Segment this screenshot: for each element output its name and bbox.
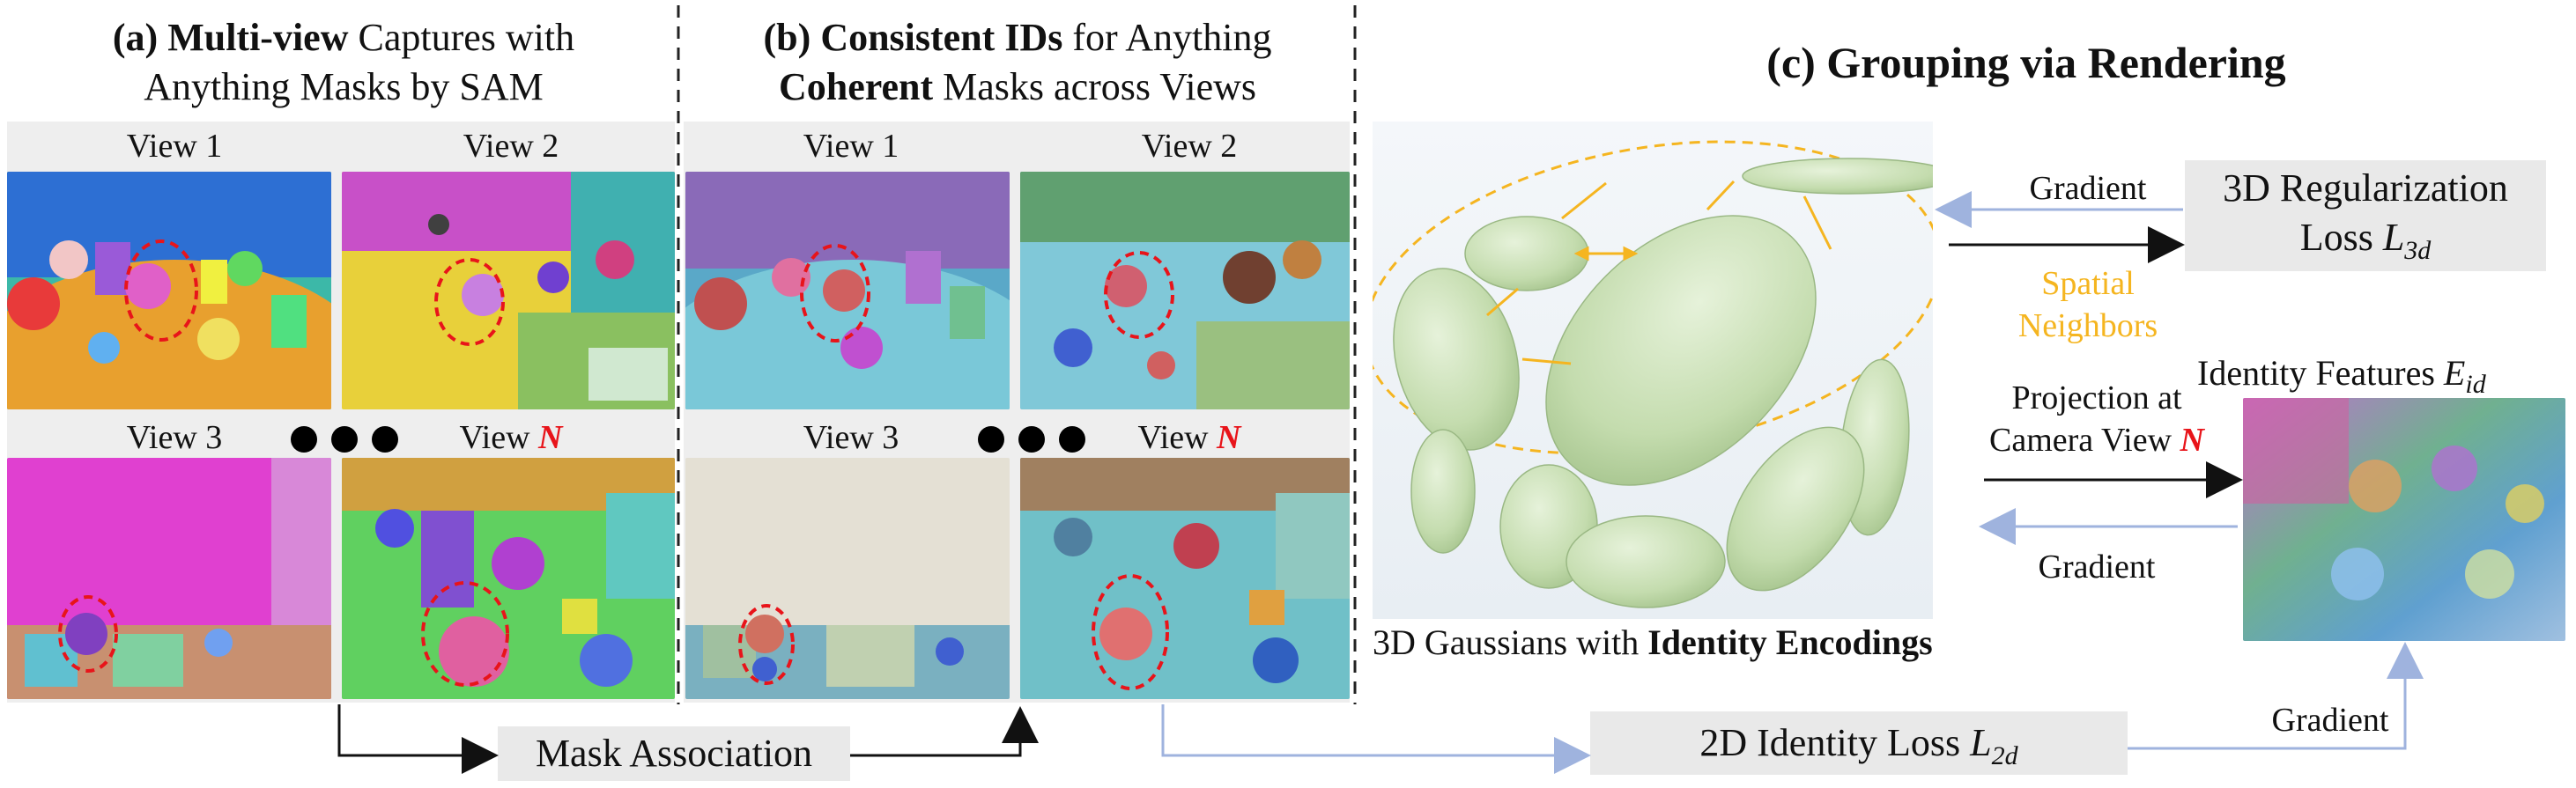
panel-b-view2-label: View 2 — [1141, 128, 1238, 165]
gaussians-illustration — [1373, 140, 1933, 608]
panel-a-view1-image — [7, 172, 331, 409]
panel-a-view2-image — [342, 172, 675, 409]
panel-a-view3-label: View 3 — [126, 419, 223, 456]
gradient-mid-label: Gradient — [2038, 549, 2156, 585]
panel-a-view3-image — [7, 458, 331, 699]
panel-b-ellipsis-dots — [978, 426, 1099, 457]
panel-a-title-line2: Anything Masks by SAM — [144, 65, 544, 108]
mask-association-box: Mask Association — [498, 726, 850, 781]
gradient-top-label: Gradient — [2029, 170, 2147, 207]
arrow-b-to-2d-loss — [1161, 704, 1591, 774]
panel-b-view3-image — [685, 458, 1010, 699]
reg-loss-box: 3D Regularization Loss L3d — [2185, 160, 2546, 271]
panel-b-view1-label: View 1 — [803, 128, 899, 165]
panel-b-viewN-label: View N — [1137, 419, 1241, 456]
panel-a-view1-label: View 1 — [126, 128, 223, 165]
panel-b-title: (b) Consistent IDs for Anything — [763, 16, 1272, 59]
identity-features-image — [2243, 398, 2565, 641]
spatial-neighbors-label-line1: Spatial — [2041, 265, 2135, 302]
arrow-mask-association-to-b — [850, 706, 1039, 757]
gaussians-caption: 3D Gaussians with Identity Encodings — [1373, 622, 1933, 662]
loss-2d-box: 2D Identity Loss L2d — [1590, 711, 2128, 775]
panel-b-title-line2: Coherent Masks across Views — [778, 65, 1257, 108]
panel-c-title: (c) Grouping via Rendering — [1766, 38, 2286, 87]
panel-b-view3-label: View 3 — [803, 419, 899, 456]
panel-a-title: (a) Multi-view Captures with — [112, 16, 575, 59]
panel-a-viewN-image — [342, 458, 675, 699]
projection-label-line2: Camera View N — [1989, 422, 2204, 459]
panel-b-view1-image — [685, 172, 1010, 409]
panel-a-view2-label: View 2 — [463, 128, 559, 165]
gradient-bottom-label: Gradient — [2271, 702, 2389, 739]
panel-a-ellipsis-dots — [291, 426, 412, 457]
arrow-a-to-mask-association — [337, 704, 499, 774]
identity-features-label: Identity Features Eid — [2197, 353, 2486, 399]
panel-b-view2-image — [1020, 172, 1350, 409]
panel-a-viewN-label: View N — [459, 419, 563, 456]
projection-label-line1: Projection at — [2011, 379, 2182, 416]
spatial-neighbors-label-line2: Neighbors — [2017, 307, 2158, 344]
panel-b-viewN-image — [1020, 458, 1350, 699]
